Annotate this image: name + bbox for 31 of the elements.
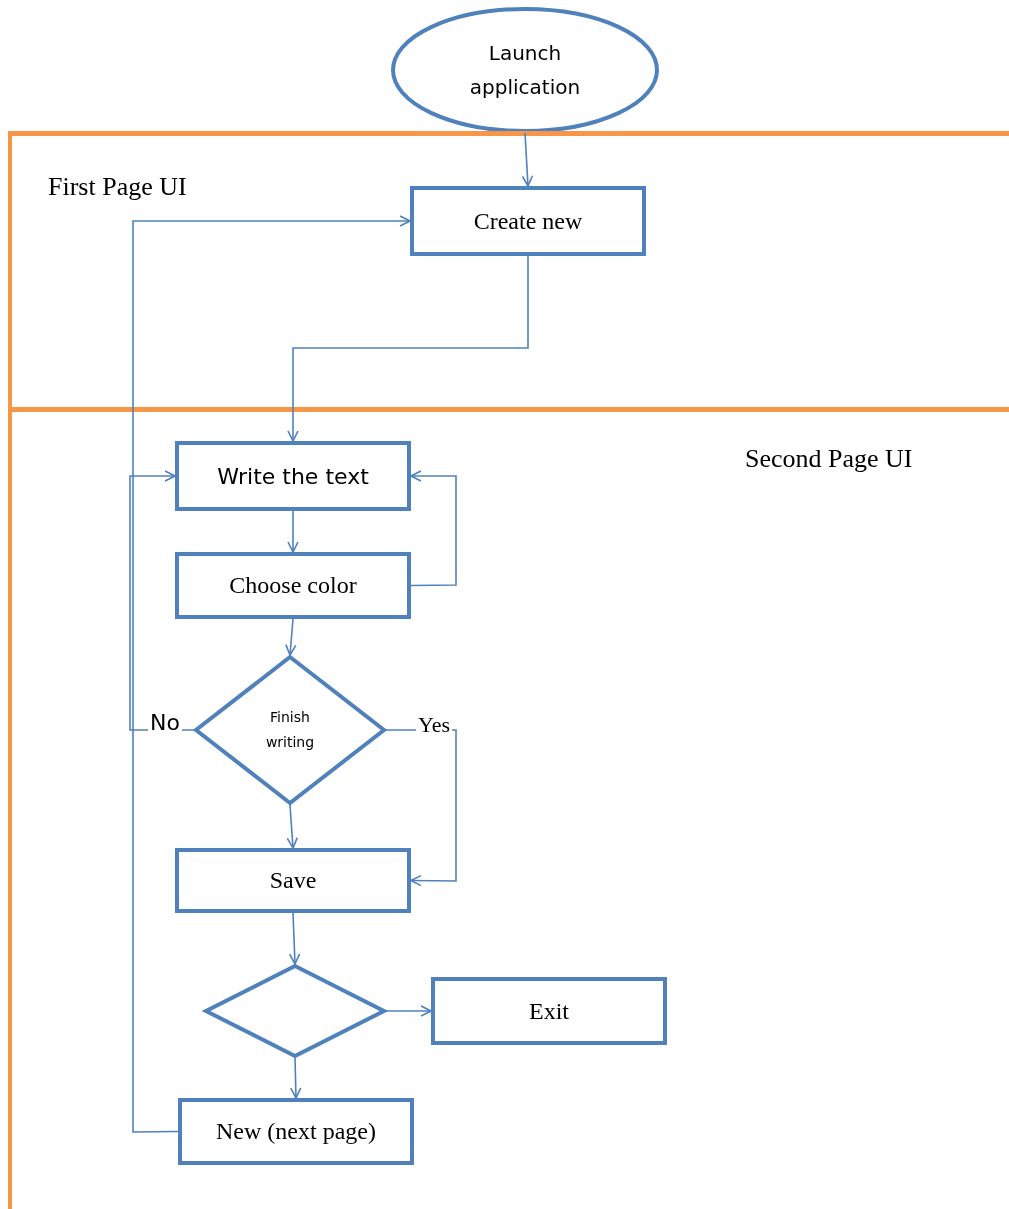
process-box bbox=[410, 186, 646, 256]
node-label: New (next page) bbox=[216, 1118, 376, 1145]
node-label: Save bbox=[269, 867, 317, 894]
arrow bbox=[285, 618, 297, 656]
arrow bbox=[286, 804, 299, 849]
node-label: Finish writing bbox=[264, 707, 316, 752]
node-label: Write the text bbox=[217, 463, 369, 489]
decision-diamond bbox=[204, 964, 386, 1058]
lane-title: Second Page UI bbox=[745, 444, 913, 474]
arrow bbox=[129, 470, 195, 731]
swimlane bbox=[8, 407, 1009, 1209]
arrow bbox=[132, 215, 411, 1133]
start-ellipse bbox=[391, 7, 659, 133]
node-label: Exit bbox=[529, 997, 569, 1025]
decision-diamond bbox=[194, 655, 386, 805]
process-box bbox=[175, 848, 411, 913]
lane-title: First Page UI bbox=[48, 172, 187, 202]
node-label: Create new bbox=[473, 207, 583, 235]
arrow bbox=[521, 132, 534, 187]
node-label: Choose color bbox=[229, 572, 357, 599]
arrow bbox=[287, 510, 299, 553]
node-label: Launch application bbox=[468, 40, 582, 101]
process-box bbox=[431, 977, 667, 1045]
arrow bbox=[288, 912, 301, 965]
arrow bbox=[287, 255, 529, 442]
arrow bbox=[410, 470, 457, 587]
process-box bbox=[178, 1098, 414, 1165]
process-box bbox=[175, 441, 411, 511]
arrow bbox=[385, 1005, 432, 1017]
process-box bbox=[175, 552, 411, 619]
arrow bbox=[289, 1057, 302, 1099]
